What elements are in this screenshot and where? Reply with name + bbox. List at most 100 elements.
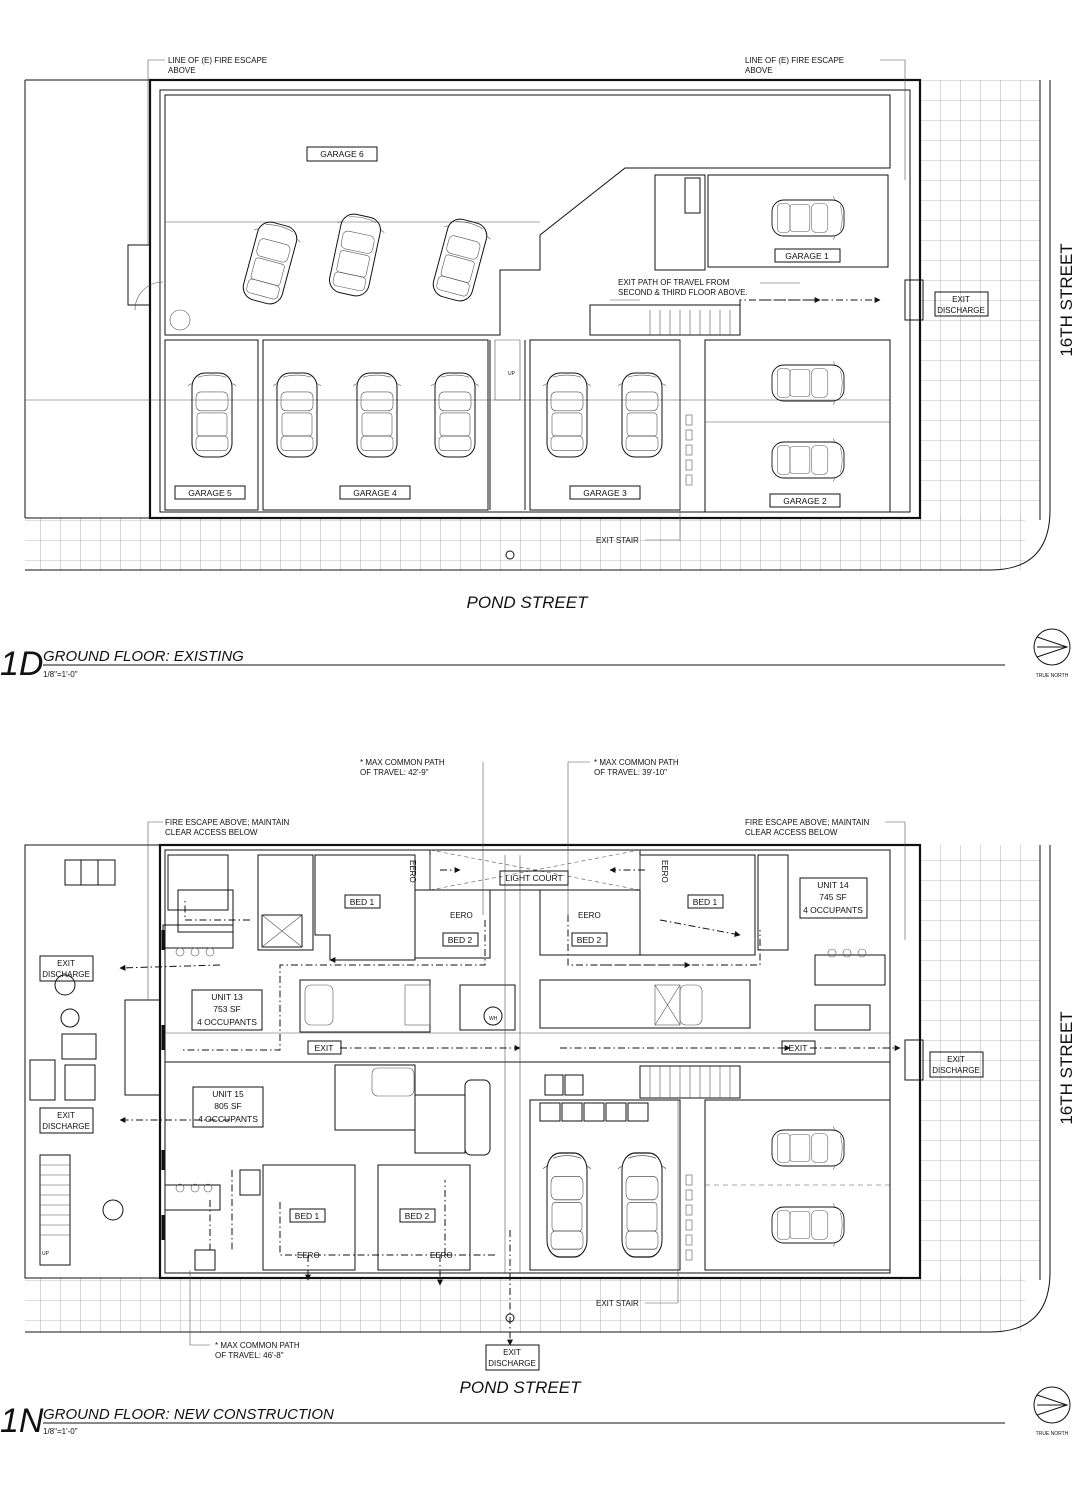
exit-discharge-a-1: EXIT (57, 959, 75, 968)
max-path-b-line-1: * MAX COMMON PATH (594, 758, 679, 767)
drawing-scale-new: 1/8"=1'-0" (43, 1427, 78, 1436)
exit-discharge-c-2: DISCHARGE (932, 1066, 980, 1075)
fire-escape-right-2: CLEAR ACCESS BELOW (745, 828, 838, 837)
label-bed-2-unit-15: BED 2 (405, 1211, 430, 1221)
eero-label-4: EERO (660, 860, 669, 883)
car-new-4 (771, 1202, 845, 1248)
sidewalk-16th-street (920, 80, 1040, 520)
garage-5-space (164, 339, 259, 511)
car-garage-2-b (771, 437, 845, 483)
car-garage-5 (187, 372, 237, 458)
street-label-pond-top: POND STREET (467, 593, 590, 612)
car-garage-6-b (322, 210, 388, 300)
unit-15-occupants: 4 OCCUPANTS (198, 1114, 258, 1124)
unit-15-bed-1 (262, 1164, 356, 1271)
unit-14-name: UNIT 14 (817, 880, 849, 890)
label-garage-6: GARAGE 6 (320, 149, 364, 159)
drawing-id-1d: 1D (0, 645, 43, 683)
exit-discharge-b-1: EXIT (57, 1111, 75, 1120)
max-path-a-line-2: OF TRAVEL: 42'-9" (360, 768, 429, 777)
car-new-1 (542, 1152, 592, 1258)
north-label-bottom: TRUE NORTH (1036, 1431, 1069, 1437)
max-path-b-line-2: OF TRAVEL: 39'-10" (594, 768, 667, 777)
car-garage-1 (771, 195, 845, 241)
car-new-3 (771, 1125, 845, 1171)
label-garage-3: GARAGE 3 (583, 488, 627, 498)
unit-13-bath (299, 979, 431, 1033)
garage-new-center (529, 1099, 681, 1271)
car-garage-4-b (352, 372, 402, 458)
sidewalk-16th-street-new (920, 845, 1040, 1280)
garage-1-space (707, 174, 889, 268)
street-label-16th-bottom: 16TH STREET (1057, 1011, 1076, 1124)
building-outline (148, 78, 922, 520)
unit-14-area: 745 SF (819, 892, 846, 902)
fire-escape-left-2: CLEAR ACCESS BELOW (165, 828, 258, 837)
street-label-pond-bottom: POND STREET (460, 1378, 583, 1397)
stair-treads (649, 310, 731, 335)
exit-discharge-d-2: DISCHARGE (488, 1359, 536, 1368)
label-garage-1: GARAGE 1 (785, 251, 829, 261)
label-bed-2-unit-14: BED 2 (577, 935, 602, 945)
max-path-c-line-2: OF TRAVEL: 46'-8" (215, 1351, 284, 1360)
note-exit-stair-bottom: EXIT STAIR (596, 1299, 639, 1308)
exit-discharge-a-2: DISCHARGE (42, 970, 90, 979)
up-label-top: UP (508, 371, 516, 377)
label-garage-4: GARAGE 4 (353, 488, 397, 498)
garage-6-space (164, 94, 891, 336)
label-bed-1-unit-14: BED 1 (693, 897, 718, 907)
sidewalk-pond-street (25, 518, 1025, 570)
note-exit-stair-top: EXIT STAIR (596, 536, 639, 545)
garage-2-space (704, 339, 891, 513)
eero-label-2: EERO (578, 911, 601, 920)
car-garage-3-a (542, 372, 592, 458)
unit-15-bed-2 (377, 1164, 471, 1271)
car-garage-6-a (235, 217, 305, 309)
note-exit-path-1: EXIT PATH OF TRAVEL FROM (618, 278, 730, 287)
label-bed-1-unit-13: BED 1 (350, 897, 375, 907)
car-garage-2-a (771, 360, 845, 406)
unit-14-occupants: 4 OCCUPANTS (803, 905, 863, 915)
exit-discharge-b-2: DISCHARGE (42, 1122, 90, 1131)
exit-discharge-d-1: EXIT (503, 1348, 521, 1357)
new-construction-ground-floor-plan: LIGHT COURT BED 1 BED 2 BED 2 BED 1 BED … (0, 758, 1076, 1440)
note-fire-escape-left-1: LINE OF (E) FIRE ESCAPE (168, 56, 267, 65)
street-label-16th-top: 16TH STREET (1057, 243, 1076, 356)
exit-discharge-c-1: EXIT (947, 1055, 965, 1064)
fire-escape-left-1: FIRE ESCAPE ABOVE; MAINTAIN (165, 818, 290, 827)
sidewalk-pond-street-new (25, 1278, 1025, 1332)
drawing-title-new: GROUND FLOOR: NEW CONSTRUCTION (43, 1406, 334, 1423)
eero-label-3: EERO (408, 860, 417, 883)
unit-14-bath (539, 979, 751, 1029)
car-garage-3-b (617, 372, 667, 458)
label-garage-5: GARAGE 5 (188, 488, 232, 498)
car-garage-4-a (272, 372, 322, 458)
garage-3-space (529, 339, 681, 511)
unit-13-occupants: 4 OCCUPANTS (197, 1017, 257, 1027)
exit-discharge-top-2: DISCHARGE (937, 306, 985, 315)
label-light-court: LIGHT COURT (505, 873, 562, 883)
unit-14-bed-1 (639, 854, 756, 956)
garage-4-space (262, 339, 489, 511)
max-path-c-line-1: * MAX COMMON PATH (215, 1341, 300, 1350)
north-arrow-icon (1033, 628, 1071, 666)
note-exit-path-2: SECOND & THIRD FLOOR ABOVE. (618, 288, 748, 297)
unit-15-area: 805 SF (214, 1101, 241, 1111)
building-outline-new (158, 843, 922, 1280)
rear-deck (24, 844, 161, 1279)
unit-13-bed-2 (414, 889, 491, 959)
eero-label-5: EERO (297, 1251, 320, 1260)
note-fire-escape-left-2: ABOVE (168, 66, 196, 75)
fire-escape-right-1: FIRE ESCAPE ABOVE; MAINTAIN (745, 818, 870, 827)
label-exit-right: EXIT (789, 1043, 808, 1053)
max-path-a-line-1: * MAX COMMON PATH (360, 758, 445, 767)
car-garage-4-c (430, 372, 480, 458)
unit-15-name: UNIT 15 (212, 1089, 244, 1099)
label-exit-left: EXIT (315, 1043, 334, 1053)
wh-label: WH (489, 1016, 498, 1022)
north-label-top: TRUE NORTH (1036, 673, 1069, 679)
eero-label-1: EERO (450, 911, 473, 920)
unit-13-area: 753 SF (213, 1004, 240, 1014)
car-new-2 (617, 1152, 667, 1258)
